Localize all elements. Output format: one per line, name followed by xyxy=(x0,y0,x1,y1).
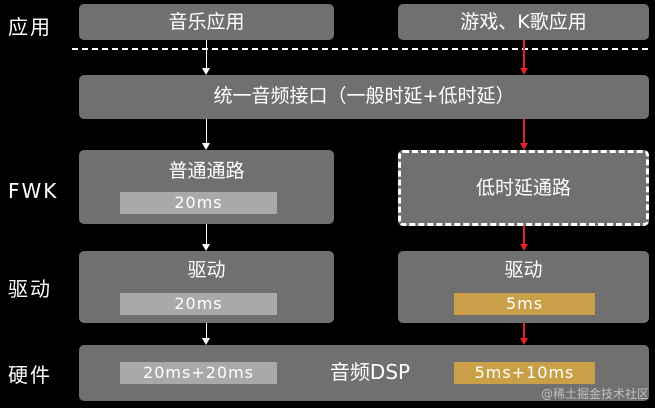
audio-dsp-label: 音频DSP xyxy=(329,360,411,384)
layer-label-hardware: 硬件 xyxy=(8,363,52,387)
arrow-normal-path-to-driver xyxy=(206,224,207,244)
arrow-music-to-interface xyxy=(206,40,207,68)
low-latency-driver-box: 驱动 5ms xyxy=(398,251,649,323)
arrow-head-music-to-interface xyxy=(202,68,210,75)
arrow-head-normal-path-to-driver xyxy=(202,244,210,251)
layer-label-app: 应用 xyxy=(8,15,52,39)
unified-audio-interface-label: 统一音频接口（一般时延+低时延） xyxy=(213,85,515,107)
watermark: @稀土掘金技术社区 xyxy=(540,387,649,401)
audio-dsp-box: 20ms+20ms 音频DSP 5ms+10ms xyxy=(79,345,649,401)
normal-driver-latency-chip: 20ms xyxy=(120,293,277,315)
low-latency-path-box: 低时延通路 xyxy=(398,150,649,226)
layer-label-fwk: FWK xyxy=(8,179,59,203)
arrow-low-path-to-driver xyxy=(523,226,525,244)
low-latency-driver-chip: 5ms xyxy=(454,293,595,315)
arrow-low-driver-to-dsp xyxy=(523,323,525,338)
unified-audio-interface-box: 统一音频接口（一般时延+低时延） xyxy=(79,75,649,119)
arrow-head-low-path-to-driver xyxy=(520,244,528,251)
normal-path-box: 普通通路 20ms xyxy=(79,150,334,224)
dsp-low-total-chip: 5ms+10ms xyxy=(454,362,595,384)
arrow-head-low-driver-to-dsp xyxy=(520,338,528,345)
app-layer-divider xyxy=(72,48,648,50)
arrow-game-to-interface xyxy=(523,40,525,68)
low-latency-path-title: 低时延通路 xyxy=(475,177,571,199)
normal-driver-box: 驱动 20ms xyxy=(79,251,334,323)
arrow-head-game-to-interface xyxy=(520,68,528,75)
layer-label-driver: 驱动 xyxy=(8,277,52,301)
arrow-driver-to-dsp xyxy=(206,323,207,338)
arrow-head-driver-to-dsp xyxy=(202,338,210,345)
arrow-head-interface-to-low-path xyxy=(520,143,528,150)
arrow-interface-to-normal-path xyxy=(206,119,207,143)
low-latency-driver-title: 驱动 xyxy=(504,259,543,281)
normal-driver-title: 驱动 xyxy=(187,259,226,281)
arrow-interface-to-low-path xyxy=(523,119,525,143)
arrow-head-interface-to-normal-path xyxy=(202,143,210,150)
game-app-label: 游戏、K歌应用 xyxy=(460,11,587,33)
dsp-normal-total-chip: 20ms+20ms xyxy=(120,362,277,384)
music-app-box: 音乐应用 xyxy=(79,4,334,40)
normal-path-latency-chip: 20ms xyxy=(120,192,277,214)
normal-path-title: 普通通路 xyxy=(168,160,245,182)
game-app-box: 游戏、K歌应用 xyxy=(398,4,649,40)
music-app-label: 音乐应用 xyxy=(168,11,245,33)
